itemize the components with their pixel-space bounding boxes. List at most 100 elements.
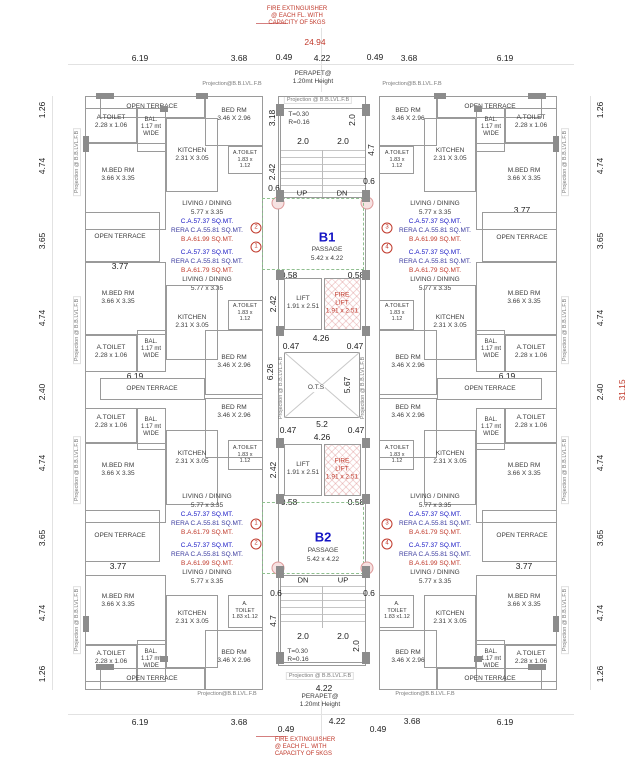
dim-label: 6.19 — [496, 53, 514, 63]
dim-label: 2.0 — [297, 631, 309, 641]
projection-label: Projection @ B.B.LVL.F.B — [73, 585, 81, 655]
room-label: M.BED RM 3.66 X 3.35 — [101, 593, 135, 608]
room-label: FIRE LIFT 1.91 x 2.51 — [325, 291, 359, 314]
room-open-terrace — [100, 96, 205, 118]
dim-label: 6.19 — [131, 717, 149, 727]
room-a-toilet — [228, 146, 263, 174]
room-bed-rm — [205, 330, 263, 395]
dim-label: 4.74 — [595, 604, 605, 622]
room-open-terrace — [437, 378, 542, 400]
rera-area: RERA C.A.55.81 SQ.MT. — [171, 551, 243, 559]
rera-area: RERA C.A.55.81 SQ.MT. — [171, 227, 243, 235]
room-a-toilet — [85, 645, 137, 682]
dim-label: 4.22 — [315, 683, 333, 693]
room-a-toilet — [505, 108, 557, 143]
room-label: BED RM 3.46 X 2.96 — [217, 404, 251, 419]
room-label: KITCHEN 2.31 X 3.05 — [433, 450, 467, 465]
room-open-terrace — [100, 378, 205, 400]
room-label: BAL. 1.17 mt WIDE — [480, 649, 502, 670]
room-m-bed-rm — [85, 443, 166, 523]
carpet-area: C.A.57.37 SQ.MT. — [408, 249, 462, 257]
room-label: BED RM 3.46 X 2.96 — [391, 354, 425, 369]
dim-label: 2.40 — [595, 383, 605, 401]
dim-label: 3.65 — [595, 529, 605, 547]
dim-label: 0.47 — [347, 425, 365, 435]
room-kitchen — [166, 595, 218, 668]
room-label: A.TOILET 1.83 x 1.12 — [384, 150, 410, 170]
living-label: LIVING / DINING — [182, 276, 232, 284]
room-kitchen — [424, 595, 476, 668]
door-marker-4: 4 — [381, 538, 393, 550]
wall-segment — [196, 93, 208, 99]
room-label: OPEN TERRACE — [94, 233, 146, 241]
living-label: LIVING / DINING — [410, 200, 460, 208]
dimension-line — [52, 96, 53, 690]
wall-segment — [276, 438, 284, 448]
room-label: A.TOILET 2.28 x 1.06 — [94, 414, 128, 429]
dim-label: 0.49 — [277, 724, 295, 734]
wall-segment — [83, 616, 89, 632]
room-bed-rm — [379, 330, 437, 395]
dim-label: 4.74 — [595, 157, 605, 175]
builtup-area: B.A.61.99 SQ.MT. — [408, 560, 462, 568]
room-kitchen — [424, 118, 476, 192]
dim-label: 3.77 — [513, 205, 531, 215]
staircase-bottom — [280, 575, 366, 663]
room-open-terrace — [85, 212, 160, 262]
room-open-terrace — [482, 510, 557, 562]
unit-label-b2: B2 — [314, 529, 332, 545]
room-label: M.BED RM 3.66 X 3.35 — [507, 167, 541, 182]
room-label: M.BED RM 3.66 X 3.35 — [507, 462, 541, 477]
room-balcony — [137, 108, 166, 152]
stair-divider — [322, 150, 323, 197]
living-label: LIVING / DINING — [182, 493, 232, 501]
door-marker-3: 3 — [381, 518, 393, 530]
dim-label: 3.77 — [111, 261, 129, 271]
carpet-area: C.A.57.37 SQ.MT. — [408, 218, 462, 226]
room-label: OPEN TERRACE — [126, 675, 178, 683]
dim-label: 2.0 — [337, 631, 349, 641]
passage-size: 5.42 x 4.22 — [310, 255, 344, 263]
dim-label: 4.74 — [37, 454, 47, 472]
dim-label: 0.58 — [280, 270, 298, 280]
room-label: OPEN TERRACE — [496, 532, 548, 540]
room-label: A.TOILET 2.28 x 1.06 — [94, 344, 128, 359]
room-balcony — [476, 330, 505, 372]
wall-segment — [362, 270, 370, 280]
room-a-toilet — [379, 440, 414, 470]
carpet-area: C.A.57.37 SQ.MT. — [408, 511, 462, 519]
living-size: 5.77 x 3.35 — [418, 285, 452, 293]
wall-segment — [362, 190, 370, 202]
dim-label: 4.7 — [268, 615, 278, 627]
wall-segment — [474, 106, 482, 112]
carpet-area: C.A.57.37 SQ.MT. — [408, 542, 462, 550]
dim-label: 3.65 — [37, 232, 47, 250]
door-marker-2: 2 — [250, 538, 262, 550]
room-label: BED RM 3.46 X 2.96 — [391, 107, 425, 122]
carpet-area: C.A.57.37 SQ.MT. — [180, 542, 234, 550]
room-label: A.TOILET 2.28 x 1.06 — [514, 414, 548, 429]
projection-label: Projection@B.B.LVL.F.B — [197, 691, 257, 697]
dim-label: 3.68 — [403, 716, 421, 726]
wall-segment — [276, 104, 284, 116]
projection-label: Projection @ B.B.LVL.F.B — [561, 585, 569, 655]
room-label: OPEN TERRACE — [496, 234, 548, 242]
leader-line — [321, 700, 322, 738]
dim-label: 3.77 — [515, 561, 533, 571]
room-open-terrace — [100, 668, 205, 690]
dim-label: 3.77 — [109, 561, 127, 571]
stair-direction-dn: DN — [297, 575, 309, 585]
builtup-area: B.A.61.79 SQ.MT. — [180, 267, 234, 275]
living-size: 5.77 x 3.35 — [190, 578, 224, 586]
total-width-dim: 24.94 — [304, 37, 326, 47]
room-label: KITCHEN 2.31 X 3.05 — [175, 450, 209, 465]
leader-line-red — [256, 736, 286, 737]
carpet-area: C.A.57.37 SQ.MT. — [180, 249, 234, 257]
room-label: FIRE LIFT 1.91 x 2.51 — [325, 457, 359, 480]
room-label: KITCHEN 2.31 X 3.05 — [175, 610, 209, 625]
dim-label: 6.19 — [496, 717, 514, 727]
leader-line — [321, 28, 322, 92]
fire-extinguisher-note-bottom: FIRE EXTINGUISHER @ EACH FL. WITH CAPACI… — [274, 737, 336, 758]
dim-label: 1.26 — [37, 665, 47, 683]
room-label: LIFT 1.91 x 2.51 — [286, 461, 320, 476]
